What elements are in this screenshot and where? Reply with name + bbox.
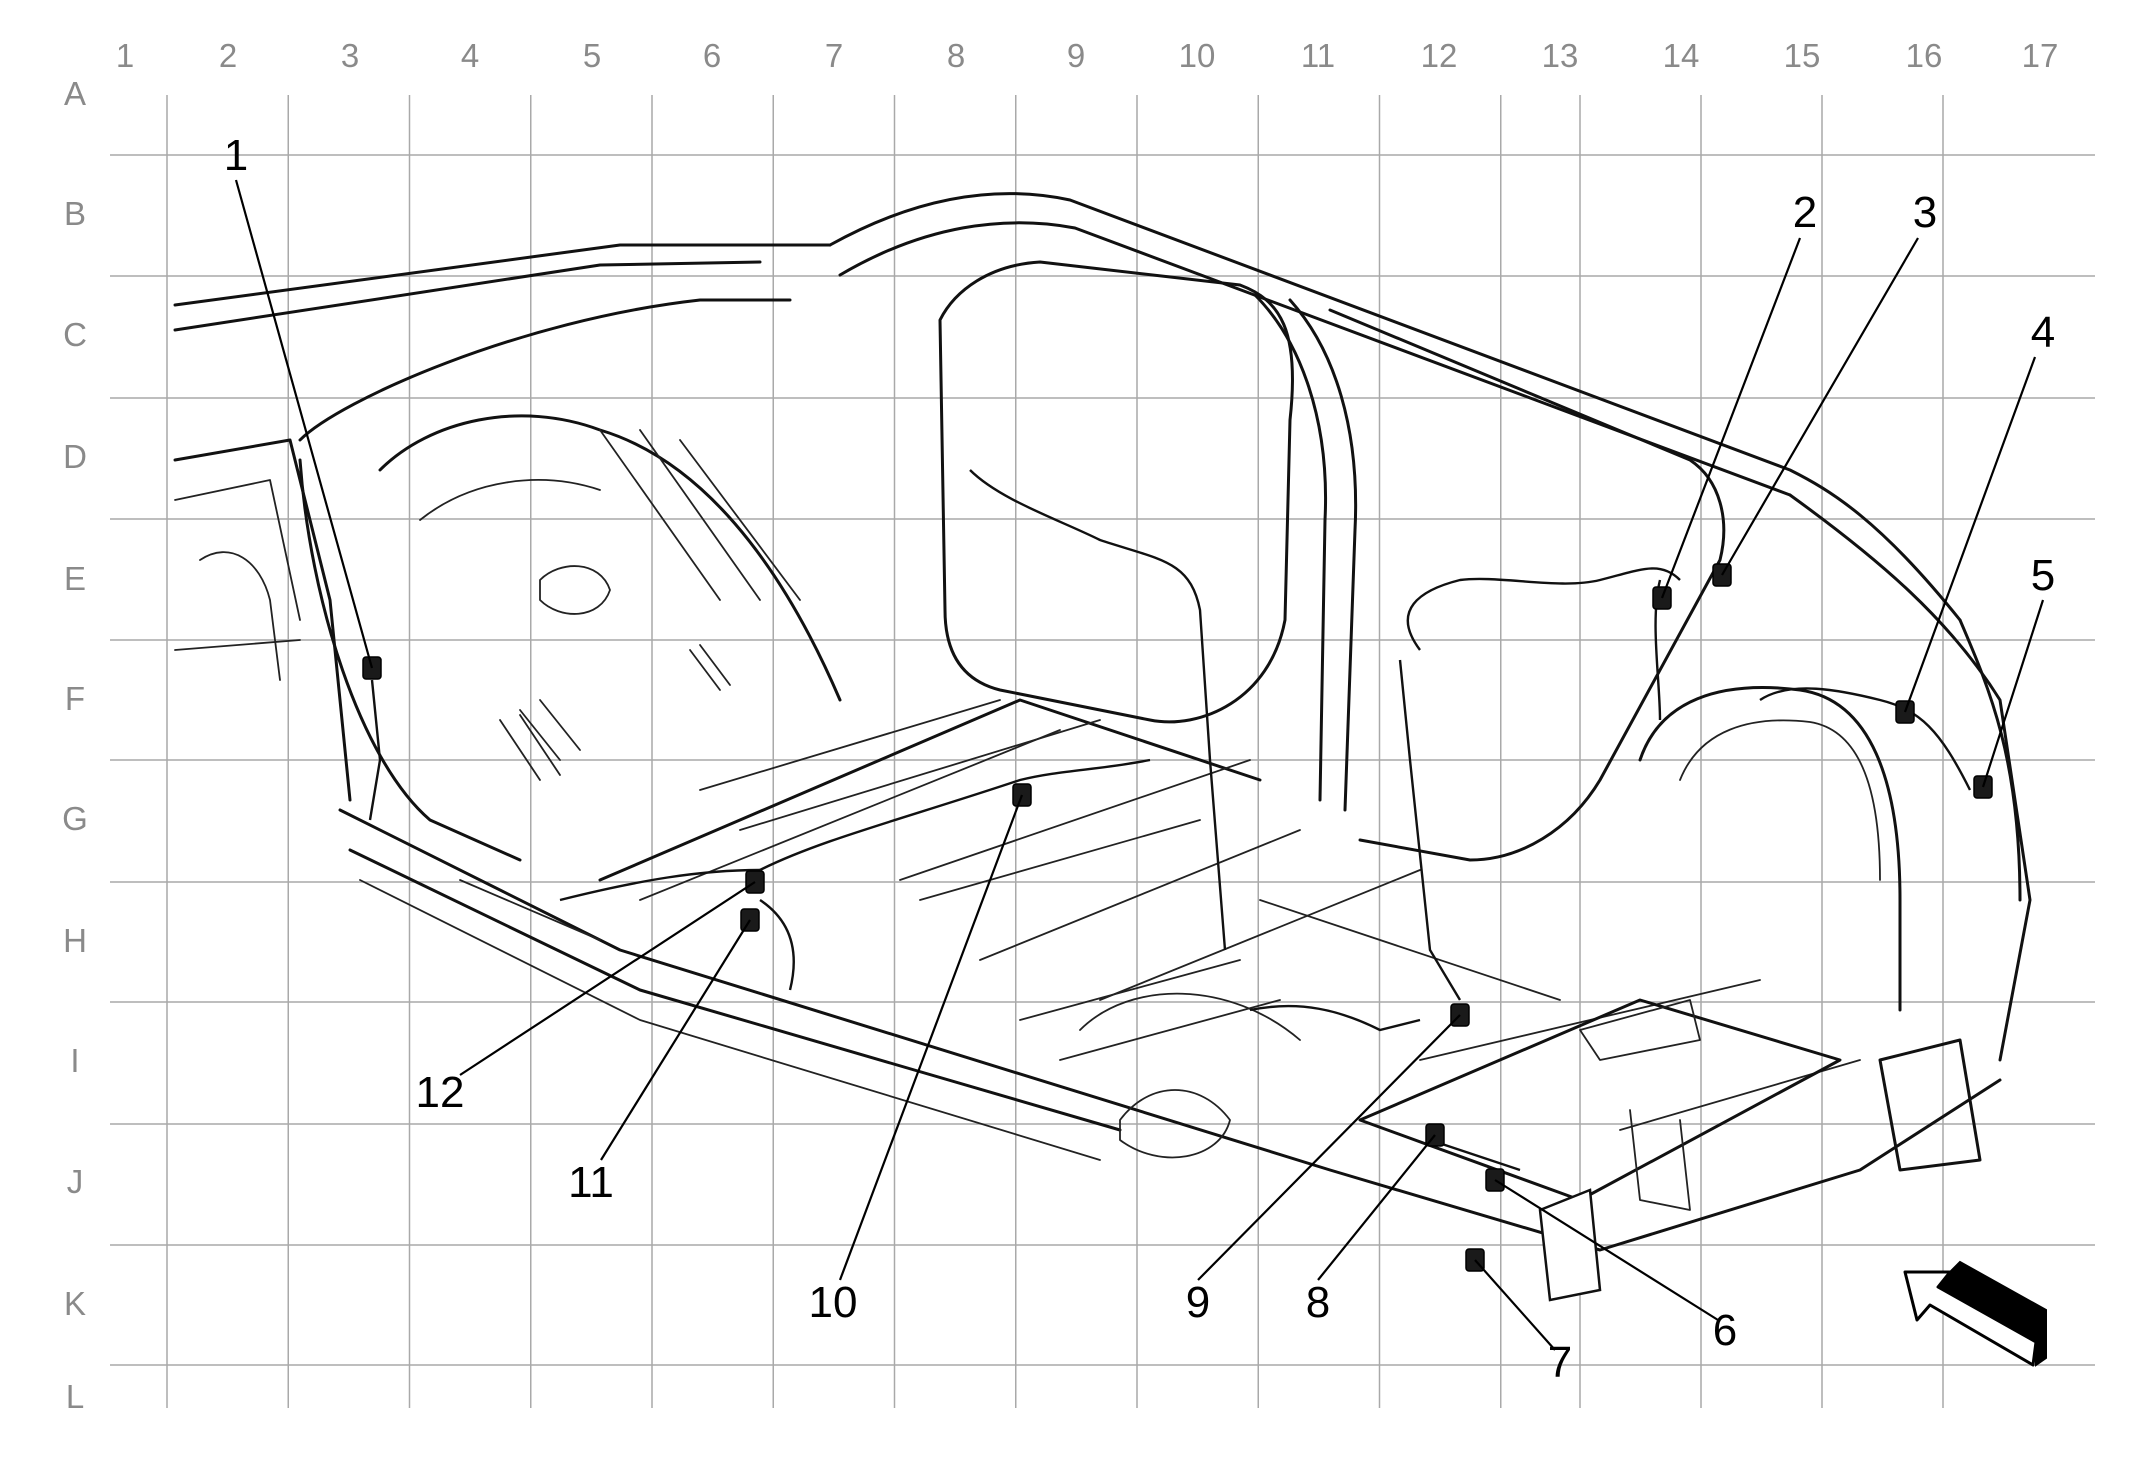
grid-column-label: 16 [1906,37,1943,74]
callout-2: 2 [1793,188,1817,237]
forward-direction-arrow-icon [1903,1260,2047,1367]
grid-column-label: 11 [1301,37,1335,74]
callout-leader-line [459,881,756,1076]
callout-10: 10 [809,1278,858,1327]
grid-column-label: 12 [1421,37,1458,74]
callout-8: 8 [1306,1278,1330,1327]
grid-column-label: 14 [1663,37,1700,74]
reference-grid [110,95,2095,1408]
callout-5: 5 [2031,551,2055,600]
grid-row-label: L [66,1378,84,1415]
callout-11: 11 [568,1158,614,1207]
callout-leader-line [1721,237,1919,576]
grid-column-label: 1 [116,37,134,74]
callout-leader-line [600,919,751,1161]
callout-numbers: 1 2 3 4 5 6 7 8 9 10 11 12 [224,131,2055,1387]
grid-row-label: H [63,922,87,959]
grid-row-label: D [63,438,87,475]
callout-9: 9 [1186,1278,1210,1327]
grid-row-label: I [70,1042,79,1079]
callout-leader-line [234,179,374,669]
grid-row-label: A [64,75,86,112]
callout-leader-line [1903,356,2037,713]
grid-column-label: 13 [1542,37,1579,74]
callout-leader-line [1660,237,1802,599]
grid-column-label: 7 [825,37,843,74]
grid-column-label: 2 [219,37,237,74]
grid-column-label: 5 [583,37,601,74]
grid-column-label: 15 [1784,37,1821,74]
callout-leader-line [1474,1259,1556,1351]
callout-leader-line [1197,1014,1461,1281]
callout-leader-line [838,794,1024,1281]
callout-4: 4 [2031,308,2055,357]
grid-column-label: 4 [461,37,479,74]
grid-row-labels: A B C D E F G H I J K L [62,75,88,1415]
vehicle-body-structure [173,192,2032,1302]
wiring-harness [368,469,1972,1172]
callout-7: 7 [1548,1338,1572,1387]
callout-12: 12 [416,1068,465,1117]
callout-leader-line [1494,1179,1719,1321]
grid-row-label: K [64,1285,86,1322]
grid-row-label: E [64,560,86,597]
grid-row-label: F [65,680,85,717]
grid-column-label: 10 [1179,37,1216,74]
callout-leader-lines [234,179,2045,1351]
grid-column-label: 6 [703,37,721,74]
grid-column-label: 9 [1067,37,1085,74]
callout-1: 1 [224,131,248,180]
grid-row-label: J [67,1163,84,1200]
grid-row-label: C [63,316,87,353]
grid-row-label: B [64,195,86,232]
grid-column-label: 17 [2022,37,2059,74]
callout-leader-line [1317,1134,1436,1281]
grid-column-label: 3 [341,37,359,74]
grid-column-label: 8 [947,37,965,74]
callout-3: 3 [1913,188,1937,237]
callout-6: 6 [1713,1306,1737,1355]
grid-row-label: G [62,800,88,837]
callout-leader-line [1981,599,2045,788]
